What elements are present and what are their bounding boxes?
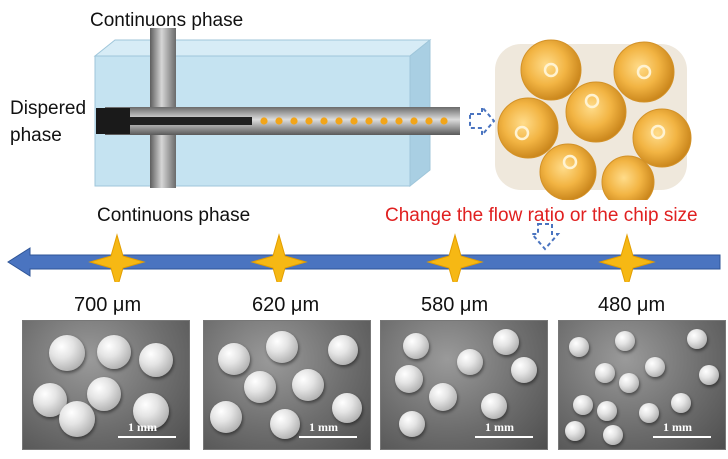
scale-bar: [299, 436, 357, 438]
change-flow-note: Change the flow ratio or the chip size: [385, 205, 698, 226]
sem-image-480um: 1 mm: [558, 320, 726, 450]
scale-bar: [653, 436, 711, 438]
dispersed-phase-label-line1: Dispered: [10, 98, 87, 119]
droplet-photo: [495, 39, 692, 200]
dispersed-phase-label-line2: phase: [10, 125, 62, 146]
microfluidic-chip-diagram: [93, 28, 692, 200]
sem-image-580um: 1 mm: [380, 320, 548, 450]
size-label-1: 700 μm: [74, 294, 142, 316]
scale-bar-label: 1 mm: [128, 420, 157, 434]
four-point-star-icon: [598, 233, 656, 282]
scale-bar: [118, 436, 176, 438]
blue-arrow: [7, 247, 721, 277]
scale-bar-label: 1 mm: [485, 420, 514, 434]
dispersed-needle: [130, 117, 252, 125]
size-label-4: 480 μm: [598, 294, 666, 316]
four-point-star-icon: [88, 233, 146, 282]
scale-bar-label: 1 mm: [309, 420, 338, 434]
size-label-2: 620 μm: [252, 294, 320, 316]
dashed-right-arrow-icon: [469, 104, 496, 138]
sem-image-700um: 1 mm: [22, 320, 190, 450]
continuous-phase-label-top: Continuons phase: [90, 10, 244, 31]
size-progression-arrow: [7, 223, 721, 282]
scale-bar: [475, 436, 533, 438]
four-point-star-icon: [426, 233, 484, 282]
scale-bar-label: 1 mm: [663, 420, 692, 434]
dashed-down-arrow-icon: [529, 223, 561, 251]
droplet-train: [260, 117, 448, 125]
sem-image-620um: 1 mm: [203, 320, 371, 450]
four-point-star-icon: [250, 233, 308, 282]
dispersed-needle-tip: [96, 108, 130, 134]
continuous-phase-label-mid: Continuons phase: [97, 205, 251, 226]
size-label-3: 580 μm: [421, 294, 489, 316]
